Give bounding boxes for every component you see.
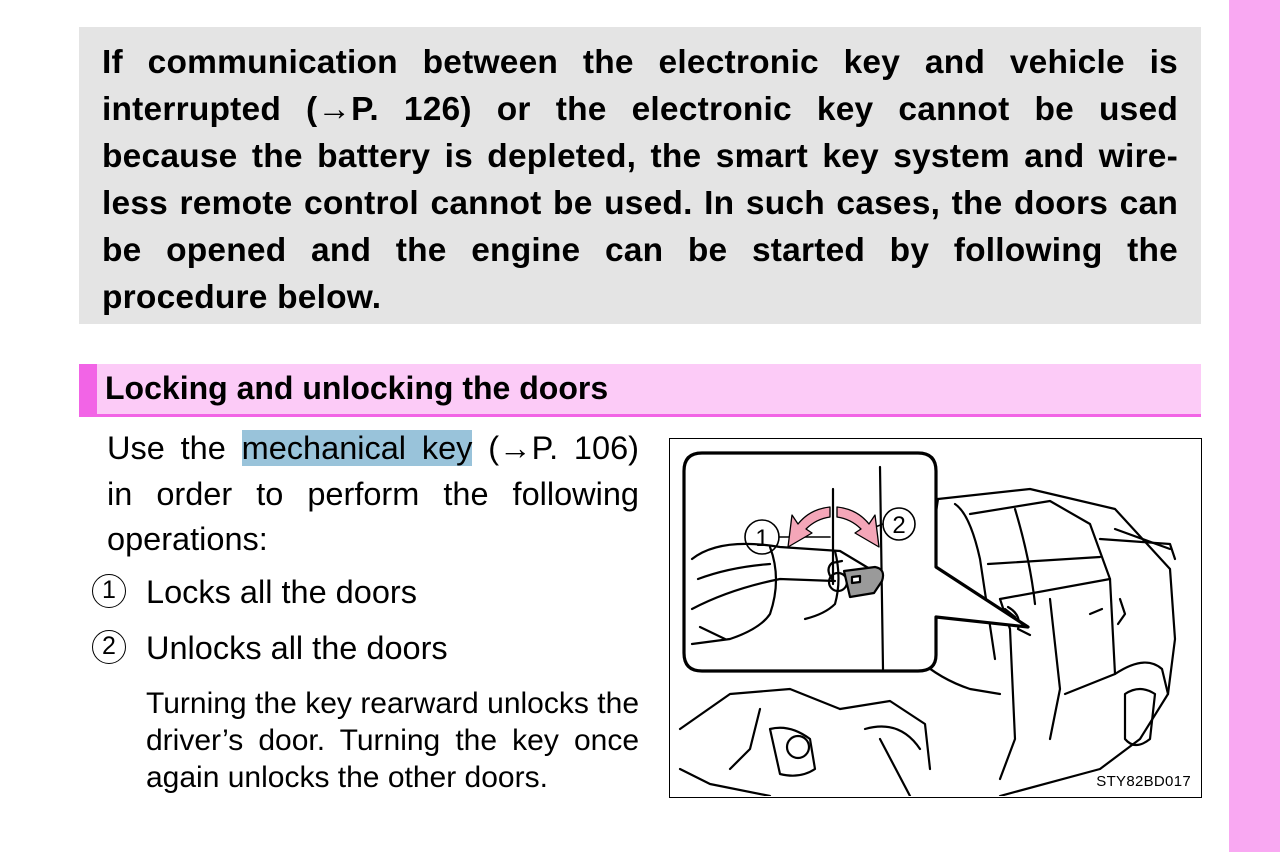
body-text-after: (→P. 106) in order to perform the follow… [107, 430, 639, 557]
intro-callout: If communication between the electronic … [79, 27, 1201, 324]
body-paragraph: Use the mechanical key (→P. 106) in orde… [107, 426, 639, 563]
section-header: Locking and unlocking the doors [79, 364, 1201, 417]
number-circle-2: 2 [92, 630, 126, 664]
callout-label-2: 2 [892, 512, 905, 539]
section-title: Locking and unlocking the doors [105, 370, 609, 406]
figure-code: STY82BD017 [1096, 773, 1191, 790]
callout-label-1: 1 [755, 525, 768, 552]
body-text-before: Use the [107, 430, 242, 466]
intro-text: If communication between the electronic … [102, 44, 1178, 316]
highlighted-term: mechanical key [241, 430, 473, 466]
number-circle-1: 1 [92, 574, 126, 608]
section-accent [79, 364, 97, 414]
side-tab [1229, 0, 1280, 852]
unlock-note: Turning the key rearward unlocks the dri… [146, 687, 639, 794]
operation-label-lock: Locks all the doors [146, 574, 417, 610]
operation-label-unlock: Unlocks all the doors [146, 630, 448, 666]
door-lock-illustration: 1 2 STY82BD017 [669, 438, 1202, 798]
truck-door-drawing: 1 2 [678, 451, 1177, 796]
